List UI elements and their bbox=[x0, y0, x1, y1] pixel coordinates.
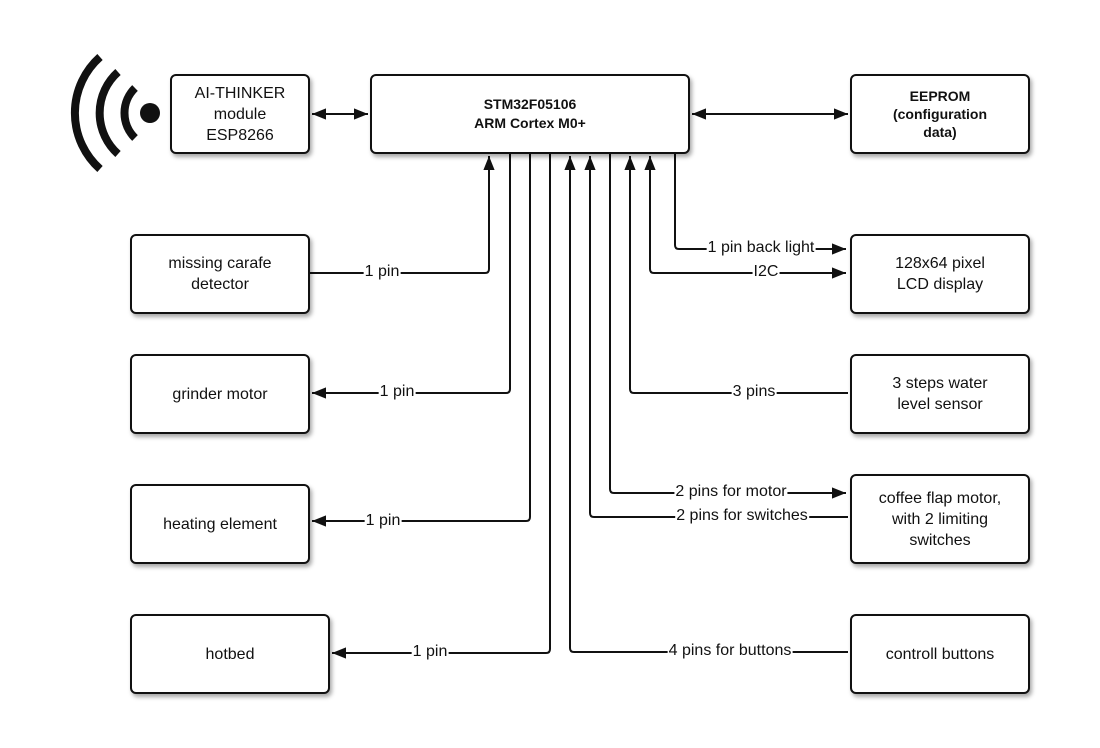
wire-buttons bbox=[564, 156, 848, 653]
wire-i2c bbox=[644, 156, 846, 279]
hotbed-label: hotbed bbox=[205, 645, 255, 663]
heating-element-block: heating element bbox=[130, 484, 310, 564]
wifi-module-label: AI-THINKER module ESP8266 bbox=[194, 84, 286, 144]
grinder-motor-block: grinder motor bbox=[130, 354, 310, 434]
water-level-sensor-block: 3 steps water level sensor bbox=[850, 354, 1030, 434]
wire-flap-switches bbox=[584, 156, 848, 518]
heating-element-label: heating element bbox=[163, 515, 277, 533]
carafe-detector-block: missing carafe detector bbox=[130, 234, 310, 314]
grinder-connection-label: 1 pin bbox=[378, 383, 416, 401]
heating-connection-label: 1 pin bbox=[364, 512, 402, 530]
lcd-display-label: 128x64 pixel LCD display bbox=[895, 255, 985, 293]
carafe-detector-label: missing carafe detector bbox=[168, 255, 272, 293]
wire-heating bbox=[312, 154, 531, 527]
wire-backlight bbox=[674, 154, 846, 255]
eeprom-label: EEPROM (configuration data) bbox=[892, 88, 988, 140]
buttons-connection-label: 4 pins for buttons bbox=[667, 642, 793, 660]
wire-hotbed bbox=[332, 154, 551, 659]
mcu-model: STM32F05106 bbox=[483, 96, 577, 112]
water-level-connection-label: 3 pins bbox=[731, 383, 777, 401]
i2c-connection-label: I2C bbox=[752, 263, 780, 281]
carafe-connection-label: 1 pin bbox=[363, 263, 401, 281]
flap-motor-connection-label: 2 pins for motor bbox=[674, 483, 788, 501]
hotbed-connection-label: 1 pin bbox=[411, 643, 449, 661]
water-level-sensor-label: 3 steps water level sensor bbox=[892, 375, 988, 413]
grinder-motor-label: grinder motor bbox=[172, 385, 268, 403]
lcd-display-block: 128x64 pixel LCD display bbox=[850, 234, 1030, 314]
wifi-signal-icon bbox=[70, 54, 160, 172]
wire-carafe bbox=[310, 156, 495, 274]
hotbed-block: hotbed bbox=[130, 614, 330, 694]
mcu-block: STM32F05106 ARM Cortex M0+ bbox=[370, 74, 690, 154]
control-buttons-label: controll buttons bbox=[885, 645, 995, 663]
wifi-module-block: AI-THINKER module ESP8266 bbox=[170, 74, 310, 154]
wire-water-level bbox=[624, 156, 848, 394]
mcu-core: ARM Cortex M0+ bbox=[474, 115, 586, 131]
coffee-flap-motor-block: coffee flap motor, with 2 limiting switc… bbox=[850, 474, 1030, 564]
eeprom-block: EEPROM (configuration data) bbox=[850, 74, 1030, 154]
wire-flap-motor bbox=[609, 154, 846, 499]
backlight-connection-label: 1 pin back light bbox=[706, 239, 816, 257]
coffee-flap-motor-label: coffee flap motor, with 2 limiting switc… bbox=[878, 489, 1002, 549]
flap-switches-connection-label: 2 pins for switches bbox=[675, 507, 809, 525]
control-buttons-block: controll buttons bbox=[850, 614, 1030, 694]
wire-grinder bbox=[312, 154, 511, 399]
